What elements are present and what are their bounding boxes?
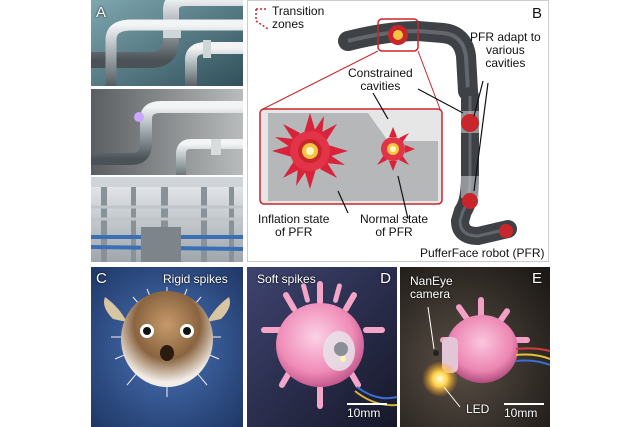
led-label: LED bbox=[466, 402, 490, 416]
panel-b-illustration bbox=[255, 8, 517, 246]
transition-zone-icon bbox=[255, 8, 269, 30]
panel-d-scale-label: 10mm bbox=[347, 406, 381, 420]
panel-c-label: C bbox=[96, 270, 107, 287]
panel-d: Soft spikes D 10mm bbox=[247, 267, 397, 427]
panel-a-photo-factory bbox=[91, 177, 243, 262]
panel-b: B Transition zones Constrained cavities … bbox=[247, 0, 549, 262]
panel-a: A bbox=[91, 0, 243, 262]
panel-a-label: A bbox=[96, 4, 107, 21]
panel-e: NanEye camera E LED 10mm bbox=[400, 267, 550, 427]
panel-e-label: E bbox=[531, 270, 542, 287]
panel-b-label: B bbox=[531, 5, 542, 22]
naneye-camera-label: NanEye camera bbox=[410, 274, 453, 301]
panel-e-scale-label: 10mm bbox=[504, 406, 538, 420]
constrained-cavities-label: Constrained cavities bbox=[348, 66, 413, 93]
panel-c: C Rigid spikes bbox=[91, 267, 243, 427]
normal-pfr bbox=[377, 127, 415, 171]
panel-d-label: D bbox=[380, 270, 391, 287]
inflation-state-label: Inflation state of PFR bbox=[258, 212, 330, 239]
rigid-spikes-label: Rigid spikes bbox=[163, 272, 228, 286]
soft-spikes-photo bbox=[247, 267, 397, 427]
naneye-photo bbox=[400, 267, 550, 427]
normal-state-label: Normal state of PFR bbox=[360, 212, 429, 239]
pufferfish-photo bbox=[91, 267, 243, 427]
panel-d-scale-bar bbox=[347, 403, 387, 405]
panel-a-photo-pipes-1 bbox=[91, 0, 243, 86]
inflated-pfr bbox=[272, 113, 348, 189]
pfr-end bbox=[499, 224, 513, 238]
transition-zones-label: Transition zones bbox=[272, 4, 325, 31]
robot-name-label: PufferFace robot (PFR) bbox=[420, 246, 545, 260]
soft-spikes-label: Soft spikes bbox=[257, 272, 316, 286]
panel-a-photo-pipes-2 bbox=[91, 89, 243, 175]
pfr-adapt-label: PFR adapt to various cavities bbox=[470, 30, 541, 70]
pfr-mid bbox=[461, 114, 479, 132]
panel-e-scale-bar bbox=[504, 403, 544, 405]
pfr-low bbox=[462, 193, 478, 209]
